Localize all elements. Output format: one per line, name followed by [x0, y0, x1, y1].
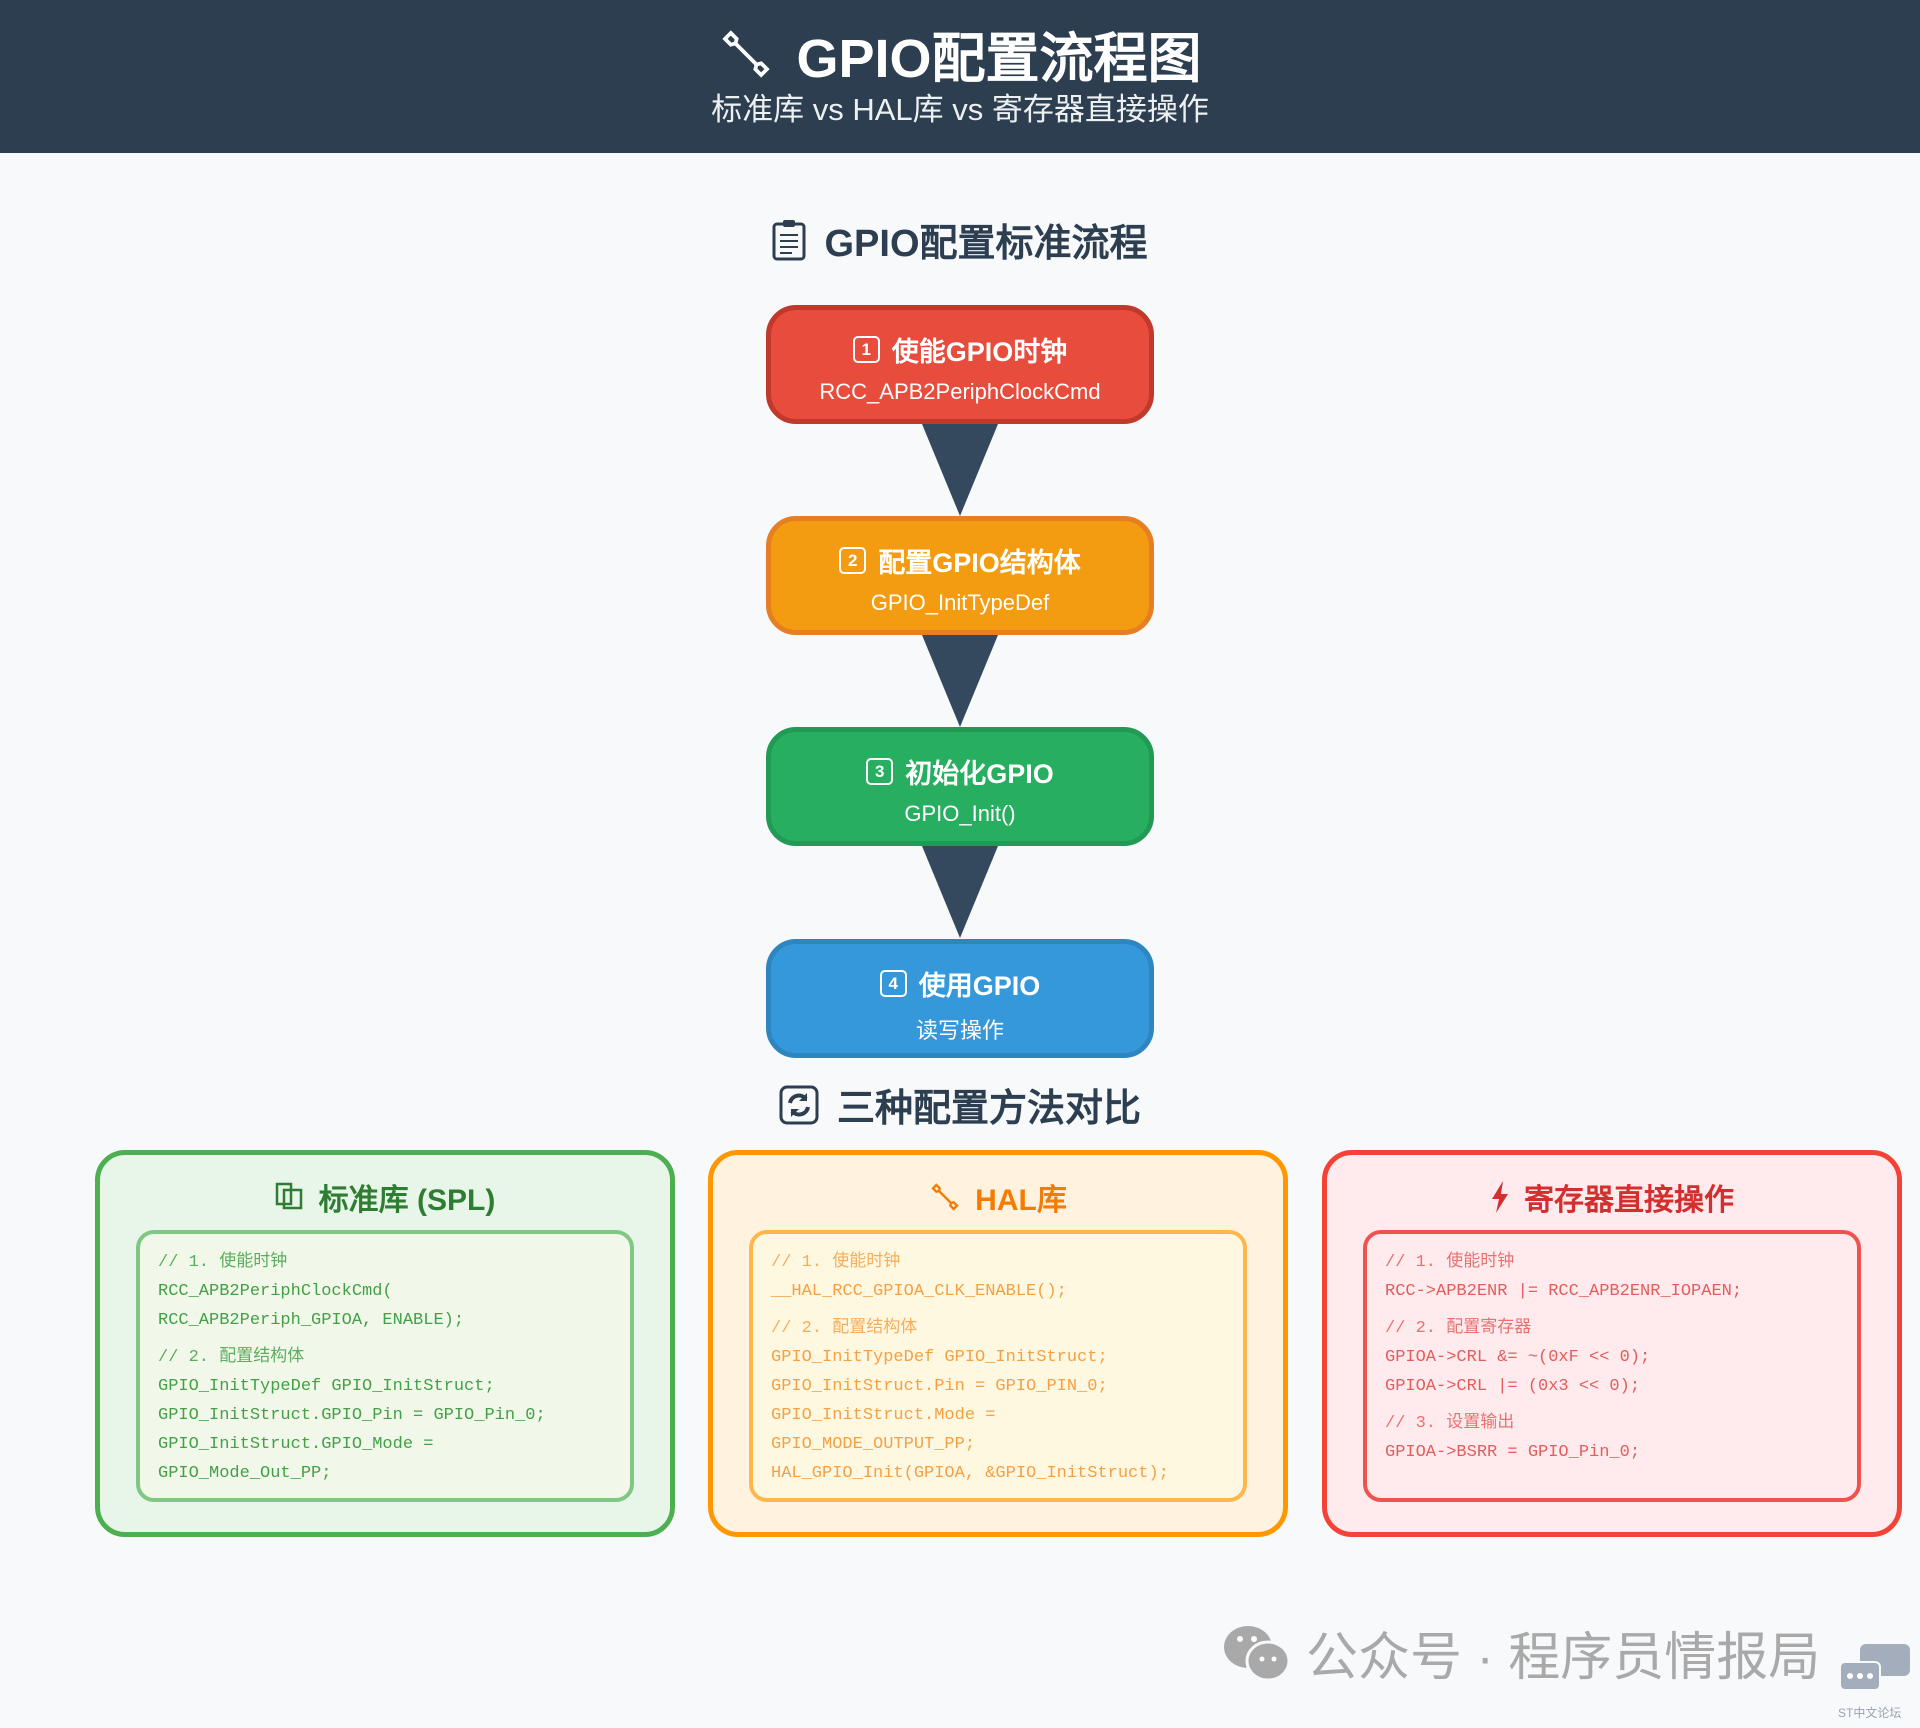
card-spl: 标准库 (SPL) // 1. 使能时钟 RCC_APB2PeriphClock…	[95, 1150, 675, 1537]
card-hal: HAL库 // 1. 使能时钟 __HAL_RCC_GPIOA_CLK_ENAB…	[708, 1150, 1288, 1537]
flow-arrow	[922, 635, 998, 727]
wrench-icon	[931, 1183, 959, 1211]
code-block: // 1. 使能时钟 __HAL_RCC_GPIOA_CLK_ENABLE();…	[749, 1230, 1247, 1502]
number-3-icon: 3	[866, 758, 894, 785]
lightning-icon	[1492, 1181, 1508, 1213]
card-register: 寄存器直接操作 // 1. 使能时钟 RCC->APB2ENR |= RCC_A…	[1322, 1150, 1902, 1537]
forum-logo-icon	[1840, 1644, 1910, 1691]
copy-icon	[275, 1182, 302, 1210]
compare-section-title: 三种配置方法对比	[0, 1077, 1920, 1132]
header: GPIO配置流程图 标准库 vs HAL库 vs 寄存器直接操作	[0, 0, 1920, 153]
page-title: GPIO配置流程图	[796, 29, 1202, 89]
clipboard-icon	[772, 219, 806, 260]
flow-arrow	[922, 846, 998, 938]
number-1-icon: 1	[852, 336, 880, 363]
code-block: // 1. 使能时钟 RCC->APB2ENR |= RCC_APB2ENR_I…	[1363, 1230, 1861, 1502]
page-subtitle: 标准库 vs HAL库 vs 寄存器直接操作	[711, 92, 1209, 127]
number-4-icon: 4	[879, 970, 907, 997]
number-2-icon: 2	[839, 547, 867, 574]
flow-section-title: GPIO配置标准流程	[0, 212, 1920, 267]
flow-arrow	[922, 424, 998, 516]
wrench-icon	[722, 29, 771, 78]
watermark: 公众号 · 程序员情报局	[1222, 1615, 1820, 1690]
wechat-icon	[1224, 1625, 1291, 1681]
code-block: // 1. 使能时钟 RCC_APB2PeriphClockCmd( RCC_A…	[136, 1230, 634, 1502]
refresh-icon	[779, 1085, 819, 1124]
forum-badge: ST中文论坛	[1838, 1706, 1902, 1720]
